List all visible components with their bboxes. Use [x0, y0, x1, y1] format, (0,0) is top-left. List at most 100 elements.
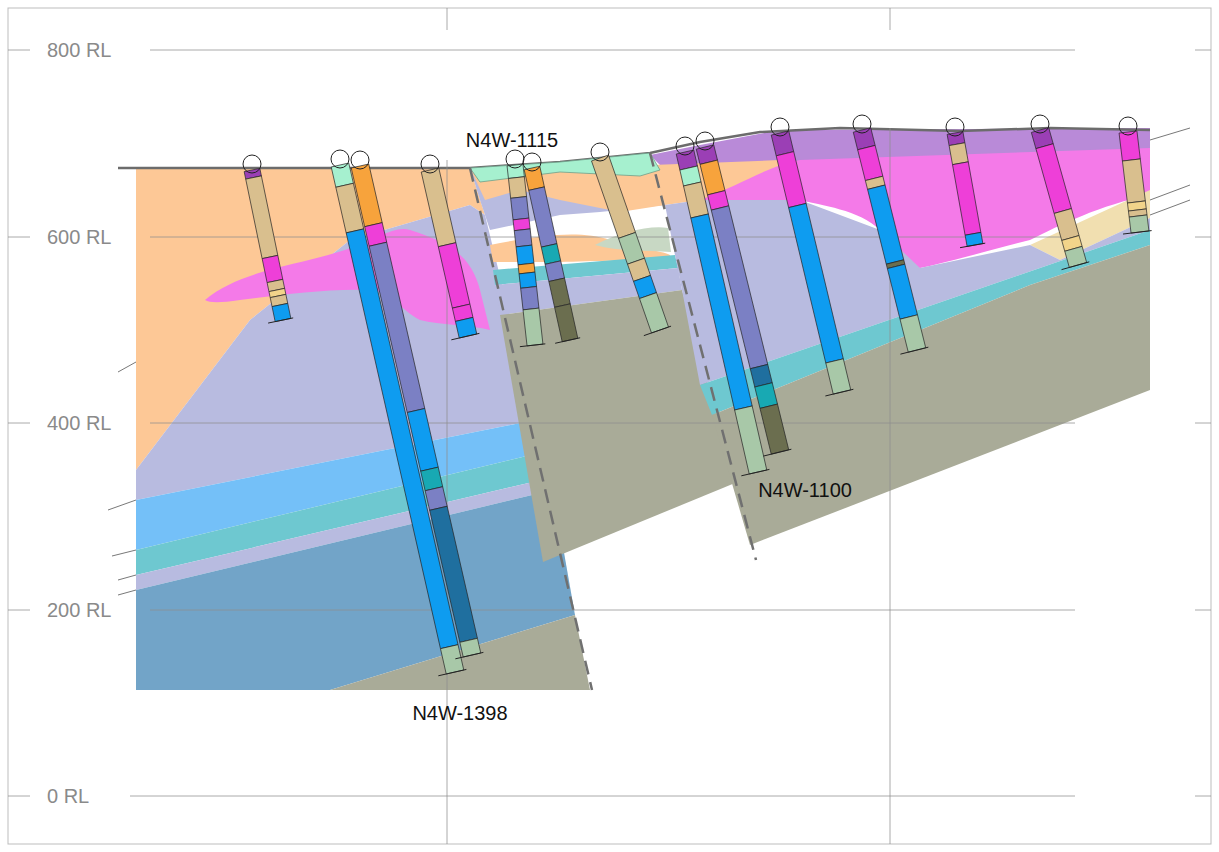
- hole-end: [960, 243, 985, 248]
- drill-hole: [771, 118, 853, 396]
- surface-cover: [470, 153, 660, 182]
- extension-lines: [108, 128, 1190, 595]
- hole-interval: [516, 245, 534, 265]
- collar-marker: [1031, 115, 1049, 133]
- hole-interval: [523, 308, 543, 346]
- collar-marker: [591, 143, 609, 161]
- collar-marker: [1119, 117, 1137, 135]
- grid-label: 600 RL: [44, 225, 115, 249]
- hole-interval: [592, 155, 636, 238]
- hole-interval: [711, 206, 767, 369]
- hole-interval: [438, 243, 470, 308]
- drill-holes: [243, 115, 1152, 676]
- drill-hole: [523, 153, 580, 343]
- hole-interval: [521, 287, 539, 310]
- hole-interval: [246, 176, 278, 259]
- hole-interval: [508, 177, 526, 199]
- grey-basement: [712, 245, 1150, 545]
- hole-end: [644, 326, 671, 335]
- collar-marker: [771, 118, 789, 136]
- collar-marker: [676, 137, 694, 155]
- hole-interval: [900, 315, 926, 352]
- drill-hole: [506, 150, 545, 347]
- collar-marker: [421, 155, 439, 173]
- hole-interval: [755, 383, 778, 409]
- hole-end: [1062, 262, 1090, 270]
- drill-hole: [591, 143, 671, 336]
- hole-interval: [440, 645, 463, 674]
- hole-interval: [1036, 144, 1072, 214]
- drill-hole: [946, 118, 985, 248]
- fault: [470, 168, 592, 690]
- grid-label: 200 RL: [44, 598, 115, 622]
- hole-interval: [789, 203, 844, 363]
- hole-interval: [1054, 209, 1079, 241]
- drill-hole: [331, 150, 466, 676]
- grid-label: 0 RL: [44, 784, 92, 808]
- hole-interval: [1119, 131, 1140, 161]
- hole-end: [1123, 231, 1152, 234]
- grid: [8, 8, 1211, 844]
- hole-interval: [1065, 246, 1087, 267]
- hole-end: [455, 652, 483, 658]
- hole-end: [438, 669, 466, 675]
- collar-marker: [853, 115, 871, 133]
- drill-hole: [1119, 117, 1152, 234]
- hole-interval: [949, 143, 968, 165]
- hole-interval: [1122, 159, 1145, 203]
- hole-interval: [519, 272, 537, 288]
- collar-marker: [351, 151, 369, 169]
- drill-hole: [421, 155, 479, 340]
- hole-interval: [684, 182, 709, 218]
- hole-interval: [513, 218, 530, 231]
- hole-interval: [369, 242, 425, 412]
- hole-end: [520, 344, 545, 347]
- hole-interval: [700, 160, 725, 195]
- hole-interval: [346, 229, 458, 649]
- drill-hole: [1031, 115, 1089, 270]
- hole-end: [741, 469, 769, 475]
- hole-label: N4W-1100: [756, 478, 854, 502]
- frame: [8, 8, 1211, 844]
- hole-end: [451, 333, 479, 339]
- fault: [650, 153, 756, 560]
- hole-end: [763, 449, 791, 456]
- collar-marker: [946, 118, 964, 136]
- drill-hole: [351, 151, 483, 659]
- hole-interval: [640, 293, 669, 333]
- collar-marker: [696, 132, 714, 150]
- hole-interval: [511, 197, 529, 220]
- hole-end: [268, 318, 293, 323]
- hole-interval: [826, 359, 851, 394]
- drill-hole: [853, 115, 928, 354]
- hole-end: [900, 347, 928, 354]
- hole-interval: [549, 278, 570, 307]
- hole-label: N4W-1398: [410, 701, 509, 725]
- collar-marker: [506, 150, 524, 168]
- hole-interval: [262, 255, 283, 282]
- collar-marker: [331, 150, 349, 168]
- hole-interval: [868, 185, 904, 264]
- hole-interval: [407, 408, 438, 471]
- hole-interval: [776, 152, 806, 208]
- hole-interval: [421, 168, 456, 247]
- hole-end: [825, 389, 853, 396]
- hole-interval: [555, 304, 578, 342]
- hole-interval: [529, 187, 557, 247]
- collar-marker: [523, 153, 541, 171]
- hole-label: N4W-1115: [464, 128, 560, 152]
- hole-interval: [760, 404, 789, 454]
- hole-interval: [953, 162, 981, 235]
- hole-interval: [514, 229, 532, 247]
- hole-end: [555, 338, 580, 344]
- drill-hole: [676, 137, 769, 476]
- hole-interval: [430, 506, 478, 642]
- hole-interval: [858, 145, 883, 180]
- grid-label: 800 RL: [44, 38, 115, 62]
- hole-interval: [351, 164, 382, 227]
- grid-label: 400 RL: [44, 411, 115, 435]
- collar-marker: [243, 155, 261, 173]
- hole-interval: [887, 264, 917, 319]
